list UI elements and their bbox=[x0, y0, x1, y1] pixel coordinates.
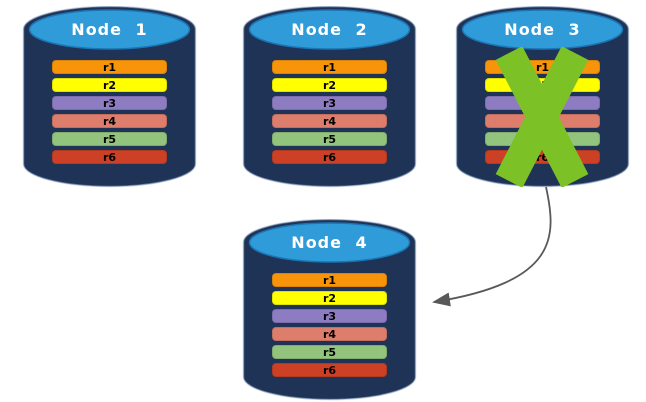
cylinder-top bbox=[248, 9, 411, 50]
row-label: r3 bbox=[102, 97, 117, 110]
row-label: r5 bbox=[322, 133, 337, 146]
failover-arrow bbox=[432, 186, 552, 307]
shard-rows: r1 r2 r3 r4 r5 r6 bbox=[272, 60, 387, 168]
node-4: Node 4 r1 r2 r3 r4 r5 r6 bbox=[242, 219, 417, 401]
row-label: r5 bbox=[322, 346, 337, 359]
row-r1: r1 bbox=[272, 60, 387, 74]
cylinder-top bbox=[28, 9, 191, 50]
row-label: r2 bbox=[322, 292, 337, 305]
row-label: r1 bbox=[322, 274, 337, 287]
row-label: r3 bbox=[322, 97, 337, 110]
row-label: r2 bbox=[322, 79, 337, 92]
node-label: Node 3 bbox=[504, 20, 581, 39]
row-label: r2 bbox=[102, 79, 117, 92]
shard-rows: r1 r2 r3 r4 r5 r6 bbox=[52, 60, 167, 168]
row-r5: r5 bbox=[272, 345, 387, 359]
row-label: r3 bbox=[322, 310, 337, 323]
row-r3: r3 bbox=[52, 96, 167, 110]
row-label: r6 bbox=[102, 151, 117, 164]
row-r6: r6 bbox=[272, 150, 387, 164]
row-label: r5 bbox=[102, 133, 117, 146]
row-r3: r3 bbox=[272, 309, 387, 323]
node-1: Node 1 r1 r2 r3 r4 r5 r6 bbox=[22, 6, 197, 188]
row-label: r4 bbox=[322, 115, 337, 128]
node-label: Node 4 bbox=[291, 233, 368, 252]
row-label: r1 bbox=[535, 61, 550, 74]
cylinder-top bbox=[248, 222, 411, 263]
row-r2: r2 bbox=[272, 78, 387, 92]
row-r4: r4 bbox=[272, 114, 387, 128]
row-r2: r2 bbox=[52, 78, 167, 92]
row-r5: r5 bbox=[52, 132, 167, 146]
row-label: r6 bbox=[322, 151, 337, 164]
x-stroke bbox=[495, 47, 589, 187]
row-label: r1 bbox=[322, 61, 337, 74]
row-r4: r4 bbox=[52, 114, 167, 128]
row-label: r4 bbox=[322, 328, 337, 341]
node-2: Node 2 r1 r2 r3 r4 r5 r6 bbox=[242, 6, 417, 188]
row-r2: r2 bbox=[272, 291, 387, 305]
row-r5: r5 bbox=[272, 132, 387, 146]
row-label: r4 bbox=[102, 115, 117, 128]
node-label: Node 1 bbox=[71, 20, 148, 39]
row-r6: r6 bbox=[52, 150, 167, 164]
node-label: Node 2 bbox=[291, 20, 368, 39]
row-r1: r1 bbox=[52, 60, 167, 74]
shard-rows: r1 r2 r3 r4 r5 r6 bbox=[272, 273, 387, 381]
row-label: r1 bbox=[102, 61, 117, 74]
row-label: r6 bbox=[322, 364, 337, 377]
arrow-curve bbox=[432, 186, 552, 307]
row-r3: r3 bbox=[272, 96, 387, 110]
failure-x-icon bbox=[495, 47, 589, 187]
row-r1: r1 bbox=[272, 273, 387, 287]
row-r6: r6 bbox=[272, 363, 387, 377]
cylinder-top bbox=[461, 9, 624, 50]
row-r4: r4 bbox=[272, 327, 387, 341]
